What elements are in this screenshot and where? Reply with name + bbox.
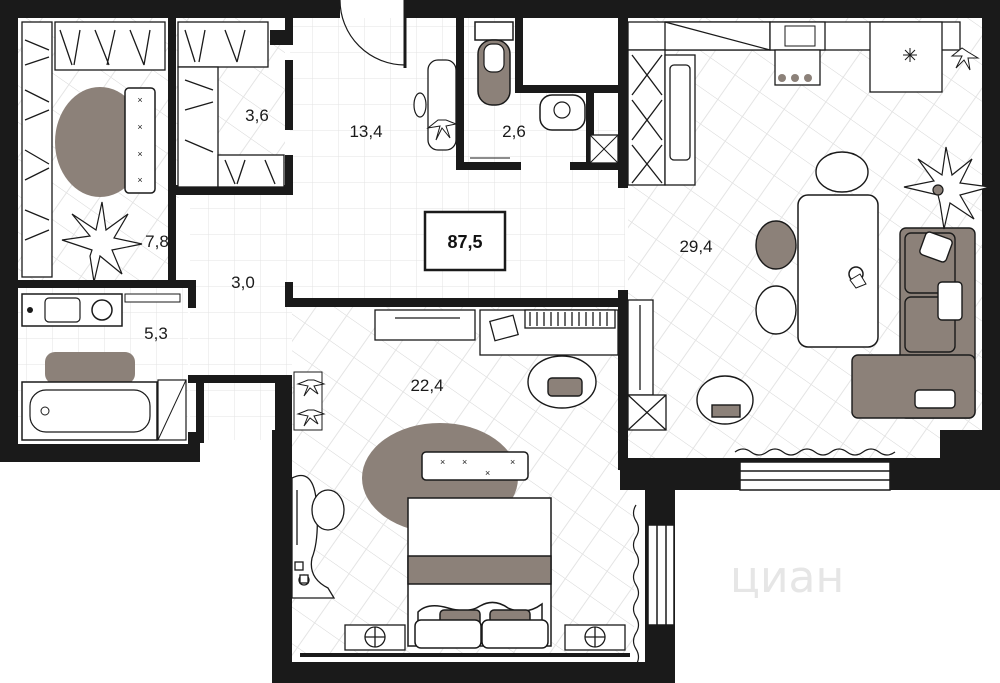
svg-text:×: × xyxy=(137,122,142,132)
plant-icon xyxy=(61,201,143,283)
rug-and-bed-small: × × × × xyxy=(55,87,156,197)
area-bedroom-small: 7,8 xyxy=(145,232,169,251)
tv-and-desk xyxy=(374,309,619,356)
bed-icon: × × × × xyxy=(362,423,552,649)
bathtub-icon xyxy=(21,352,187,441)
svg-text:×: × xyxy=(137,149,142,159)
area-wardrobe: 3,6 xyxy=(245,106,269,125)
area-bedroom: 22,4 xyxy=(410,376,443,395)
svg-text:×: × xyxy=(440,457,445,467)
area-kitchen-living: 29,4 xyxy=(679,237,712,256)
kitchen-cabinet xyxy=(627,299,667,431)
washing-machine-and-sink xyxy=(21,293,181,327)
plant-icon xyxy=(903,146,991,230)
vanity-table xyxy=(291,474,345,599)
window-kitchen xyxy=(734,448,896,491)
svg-text:×: × xyxy=(510,457,515,467)
area-corridor: 3,0 xyxy=(231,273,255,292)
total-area-box: 87,5 xyxy=(423,210,507,272)
chairs xyxy=(696,151,869,425)
svg-text:×: × xyxy=(137,175,142,185)
toilet-icon xyxy=(474,21,514,106)
total-area: 87,5 xyxy=(447,232,482,252)
desk-chair xyxy=(527,355,597,409)
window-bedroom xyxy=(632,504,675,666)
area-hall: 13,4 xyxy=(349,122,382,141)
stove-icon xyxy=(778,25,816,82)
area-bathroom: 5,3 xyxy=(144,324,168,343)
dining-table xyxy=(797,194,879,348)
watermark: циан xyxy=(730,552,844,603)
entrance-door xyxy=(339,0,407,68)
area-wc: 2,6 xyxy=(502,122,526,141)
sink-wc-icon xyxy=(539,94,586,131)
wardrobe-shelves xyxy=(21,21,285,278)
bedroom-plants xyxy=(293,371,326,431)
fridge-plant xyxy=(903,47,980,71)
corner-sofa xyxy=(851,227,976,419)
shower-niche xyxy=(589,134,619,164)
svg-text:×: × xyxy=(462,457,467,467)
nightstands xyxy=(300,624,630,657)
svg-text:×: × xyxy=(485,468,490,478)
hall-sink xyxy=(413,59,510,159)
room-labels: 3,6 13,4 2,6 7,8 3,0 5,3 29,4 22,4 xyxy=(144,106,712,395)
svg-text:×: × xyxy=(137,95,142,105)
